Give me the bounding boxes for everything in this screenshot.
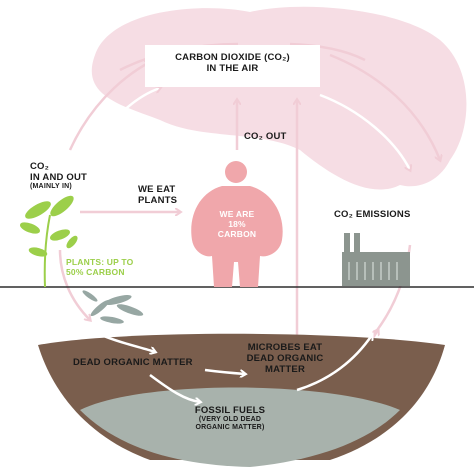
air-label-box	[145, 45, 320, 87]
factory-icon	[342, 233, 410, 286]
plants-carbon-line-2: 50% CARBON	[66, 267, 125, 277]
co2-out-label: CO₂ OUT	[244, 131, 287, 142]
dead-plant-icon	[82, 290, 144, 324]
we-eat-plants-line-1: WE EAT	[138, 184, 176, 195]
we-are-carbon-line-1: WE ARE	[219, 209, 255, 219]
fossil-fuels-label: FOSSIL FUELS (VERY OLD DEAD ORGANIC MATT…	[175, 405, 285, 432]
we-are-carbon-line-2: 18%	[228, 219, 246, 229]
microbes-line-3: MATTER	[264, 364, 306, 375]
microbes-label: MICROBES EAT DEAD ORGANIC MATTER	[230, 342, 340, 375]
plant-icon	[20, 195, 78, 288]
co2-air-line-2: IN THE AIR	[206, 63, 259, 74]
co2-in-out-line-1: CO₂	[30, 161, 50, 172]
fossil-note-line-1: (VERY OLD DEAD	[198, 416, 262, 423]
fossil-note-line-2: ORGANIC MATTER)	[195, 424, 265, 431]
underground-arrows	[71, 317, 372, 402]
person-icon	[191, 161, 283, 287]
microbes-line-1: MICROBES EAT	[247, 342, 323, 353]
we-are-carbon-label: WE ARE 18% CARBON	[207, 209, 267, 239]
cloud-icon	[91, 6, 467, 190]
microbes-line-2: DEAD ORGANIC	[246, 353, 324, 364]
we-are-carbon-line-3: CARBON	[217, 229, 257, 239]
we-eat-plants-line-2: PLANTS	[138, 195, 178, 206]
dead-organic-matter-label: DEAD ORGANIC MATTER	[73, 357, 193, 368]
fossil-layer	[80, 387, 400, 467]
fossil-fuels-title: FOSSIL FUELS	[194, 405, 266, 416]
co2-emissions-label: CO₂ EMISSIONS	[334, 209, 411, 220]
co2-air-line-1: CARBON DIOXIDE (CO₂)	[175, 52, 290, 63]
factory-windows	[348, 262, 398, 280]
we-eat-plants-label: WE EAT PLANTS	[138, 184, 177, 206]
co2-air-label: CARBON DIOXIDE (CO₂) IN THE AIR	[145, 52, 320, 74]
co2-in-out-label: CO₂ IN AND OUT (MAINLY IN)	[30, 161, 87, 191]
co2-in-out-line-2: IN AND OUT	[30, 172, 88, 183]
plants-carbon-label: PLANTS: UP TO 50% CARBON	[66, 257, 133, 277]
co2-in-out-note: (MAINLY IN)	[30, 183, 72, 190]
plants-carbon-line-1: PLANTS: UP TO	[66, 257, 134, 267]
